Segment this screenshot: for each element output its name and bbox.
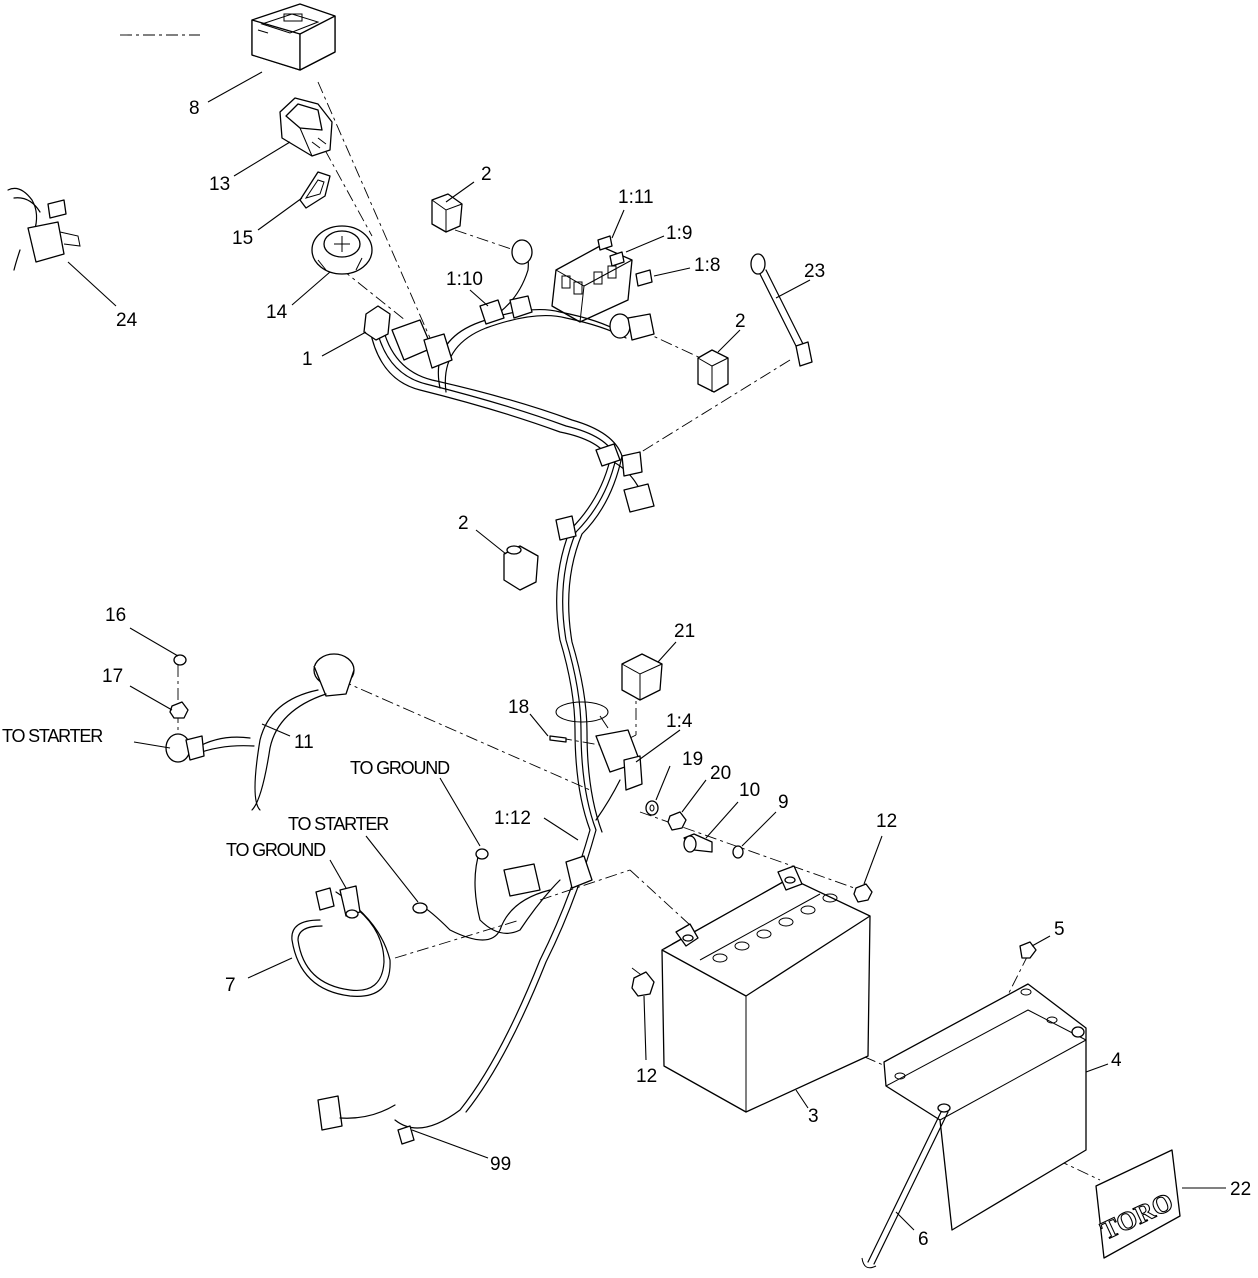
washer-9 <box>732 845 744 859</box>
callout-12-bottom: 12 <box>636 1066 657 1087</box>
ground-cable <box>291 885 391 997</box>
key-switch <box>311 225 373 275</box>
hour-meter <box>251 3 336 71</box>
callout-19: 19 <box>682 749 703 770</box>
callout-4: 4 <box>1111 1050 1122 1071</box>
washer-19 <box>645 800 659 816</box>
callout-17: 17 <box>102 666 123 687</box>
callout-5: 5 <box>1054 919 1065 940</box>
callout-1: 1 <box>302 349 313 370</box>
callout-21: 21 <box>674 621 695 642</box>
relay-right <box>697 349 729 393</box>
ignition-key <box>299 171 331 209</box>
callout-1-8: 1:8 <box>694 255 720 276</box>
callout-13: 13 <box>209 174 230 195</box>
callout-1-9: 1:9 <box>666 223 692 244</box>
nut-20 <box>667 811 687 831</box>
callout-6: 6 <box>918 1229 929 1250</box>
bolt-5 <box>1019 941 1037 959</box>
washer-17 <box>169 701 189 719</box>
screw-18 <box>549 735 567 743</box>
cable-tie <box>555 701 609 729</box>
callout-18: 18 <box>508 697 529 718</box>
alignment-lines <box>120 34 1101 1181</box>
callout-12-top: 12 <box>876 811 897 832</box>
callout-7: 7 <box>225 975 236 996</box>
callout-99: 99 <box>490 1154 511 1175</box>
callout-20: 20 <box>710 763 731 784</box>
callout-2-middle: 2 <box>458 513 469 534</box>
nut-12-left <box>631 971 655 997</box>
battery-bracket <box>883 983 1087 1231</box>
callout-8: 8 <box>189 98 200 119</box>
destination-annotations: TO STARTER TO GROUND TO STARTER TO GROUN… <box>2 726 451 860</box>
callout-24: 24 <box>116 310 138 331</box>
nut-12-top <box>853 883 873 903</box>
fuse-block <box>551 235 653 323</box>
toro-decal: TORO <box>1095 1149 1181 1259</box>
positive-cable <box>165 653 355 811</box>
callout-10: 10 <box>739 780 760 801</box>
leader-lines <box>67 71 1226 1231</box>
callout-14: 14 <box>266 302 288 323</box>
hold-down-rod <box>861 1103 951 1269</box>
relay-21 <box>621 653 663 701</box>
callout-11: 11 <box>294 732 314 753</box>
cable-detail <box>7 187 81 271</box>
callout-2-top: 2 <box>481 164 492 185</box>
callout-16: 16 <box>105 605 126 626</box>
callout-22: 22 <box>1230 1179 1251 1200</box>
callout-1-11: 1:11 <box>618 187 654 208</box>
relay-middle <box>503 545 539 591</box>
callout-1-12: 1:12 <box>494 808 531 829</box>
callout-3: 3 <box>808 1106 819 1127</box>
callout-23: 23 <box>804 261 825 282</box>
callout-9: 9 <box>778 792 789 813</box>
wiring-harness <box>317 239 655 1145</box>
callout-15: 15 <box>232 228 253 249</box>
callout-1-4: 1:4 <box>666 711 693 732</box>
callout-2-right: 2 <box>735 311 746 332</box>
rocker-switch <box>279 97 333 157</box>
annotation-to-starter-upper: TO STARTER <box>2 726 103 746</box>
jumper-cable <box>750 253 813 367</box>
annotation-to-ground-lower: TO GROUND <box>226 840 326 860</box>
bolt-10 <box>683 833 713 853</box>
annotation-to-ground-upper: TO GROUND <box>350 758 450 778</box>
annotation-to-starter-lower: TO STARTER <box>288 814 389 834</box>
relay-top <box>431 193 463 233</box>
battery <box>661 865 871 1113</box>
callout-1-10: 1:10 <box>446 269 483 290</box>
nut-16 <box>173 654 187 666</box>
callout-labels: 8 13 15 14 1 2 1:11 1:9 1:8 23 1:10 2 24… <box>102 98 1251 1250</box>
